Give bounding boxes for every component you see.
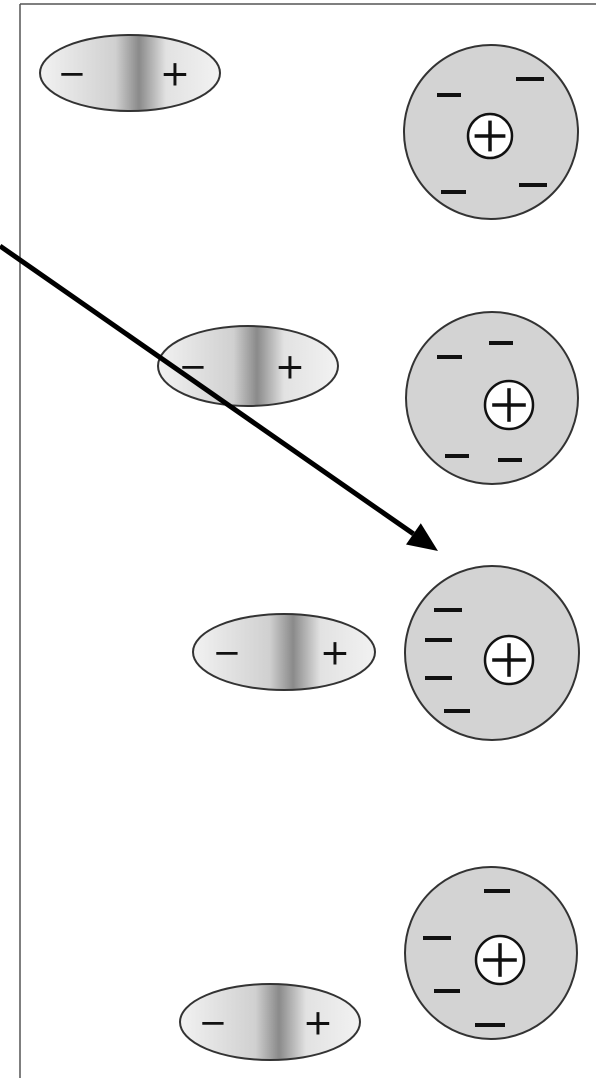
dipole-molecule: −+ xyxy=(179,983,361,1061)
dipole-molecule: −+ xyxy=(39,34,221,112)
atom xyxy=(405,311,579,485)
atom xyxy=(403,44,579,220)
dipole-body xyxy=(192,613,376,691)
nucleus xyxy=(483,379,535,431)
atom xyxy=(404,565,580,741)
dipole-positive-end-symbol: + xyxy=(160,54,190,95)
arrow-shaft xyxy=(0,243,415,536)
dipole-negative-end-symbol: − xyxy=(213,633,242,673)
dipole-positive-end-symbol: + xyxy=(303,1003,333,1044)
dipole-positive-end-symbol: + xyxy=(320,633,350,674)
atom-group xyxy=(403,44,580,1040)
dipole-group: −+−+−+−+ xyxy=(39,34,376,1061)
dipole-positive-end-symbol: + xyxy=(275,347,305,388)
nucleus xyxy=(474,934,526,986)
arrow-group xyxy=(0,243,438,551)
atom xyxy=(404,866,578,1040)
nucleus xyxy=(483,634,535,686)
dipole-molecule: −+ xyxy=(192,613,376,691)
dipole-negative-end-symbol: − xyxy=(199,1003,228,1043)
nucleus xyxy=(466,112,514,160)
dipole-body xyxy=(179,983,361,1061)
dipole-body xyxy=(39,34,221,112)
arrow-head-icon xyxy=(406,523,438,551)
dipole-negative-end-symbol: − xyxy=(58,54,87,94)
dipole-molecule: −+ xyxy=(157,325,339,407)
